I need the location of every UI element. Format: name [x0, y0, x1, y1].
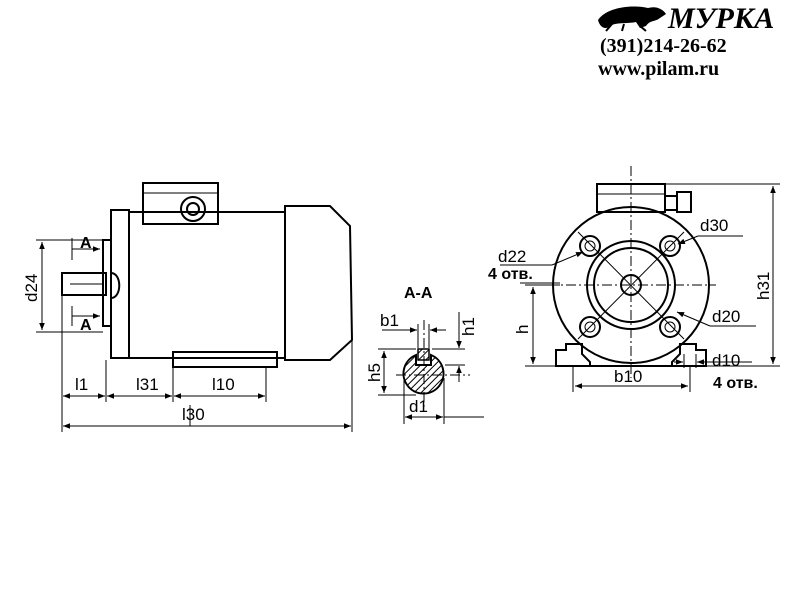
dim-l30: l30 [182, 405, 205, 424]
dim-d1: d1 [409, 397, 428, 416]
dim-d22-holes: 4 отв. [488, 266, 533, 283]
company-header: МУРКА (391)214-26-62 www.pilam.ru [598, 2, 774, 80]
end-view: d22 4 отв. d30 d20 h h31 b10 d1 [488, 166, 780, 392]
flange-holes [579, 235, 681, 338]
stator-housing [128, 211, 286, 359]
cable-gland-side [676, 191, 692, 213]
dim-d24: d24 [22, 274, 41, 302]
dim-l10: l10 [212, 375, 235, 394]
phone-number: (391)214-26-62 [600, 35, 727, 57]
foot-left [555, 343, 591, 367]
section-mark-top: A [80, 235, 92, 252]
shaft-section-view: A-A b1 h1 h5 d1 [365, 285, 484, 424]
terminal-box [142, 182, 219, 225]
mounting-foot [172, 351, 278, 368]
panther-icon [598, 6, 666, 32]
dim-h1: h1 [459, 317, 478, 336]
shaft [61, 272, 107, 296]
cable-gland [180, 196, 206, 222]
dim-h: h [513, 325, 532, 334]
brand-name: МУРКА [667, 2, 774, 35]
dim-d30: d30 [700, 216, 728, 235]
dim-d10-holes: 4 отв. [713, 375, 758, 392]
section-mark-bottom: A [80, 317, 92, 334]
fan-cover [284, 205, 354, 361]
section-title: A-A [404, 285, 433, 302]
dim-b1: b1 [380, 311, 399, 330]
website-url: www.pilam.ru [598, 58, 719, 80]
foot-right [671, 343, 707, 367]
side-view: A A d24 l1 l31 l10 l30 [22, 182, 354, 432]
dim-d22: d22 [498, 247, 526, 266]
dim-l1: l1 [75, 375, 88, 394]
dim-d20: d20 [712, 307, 740, 326]
dim-b10: b10 [614, 367, 642, 386]
dim-h31: h31 [754, 272, 773, 300]
dim-l31: l31 [136, 375, 159, 394]
dim-d10: d10 [712, 351, 740, 370]
dim-h5: h5 [365, 363, 384, 382]
